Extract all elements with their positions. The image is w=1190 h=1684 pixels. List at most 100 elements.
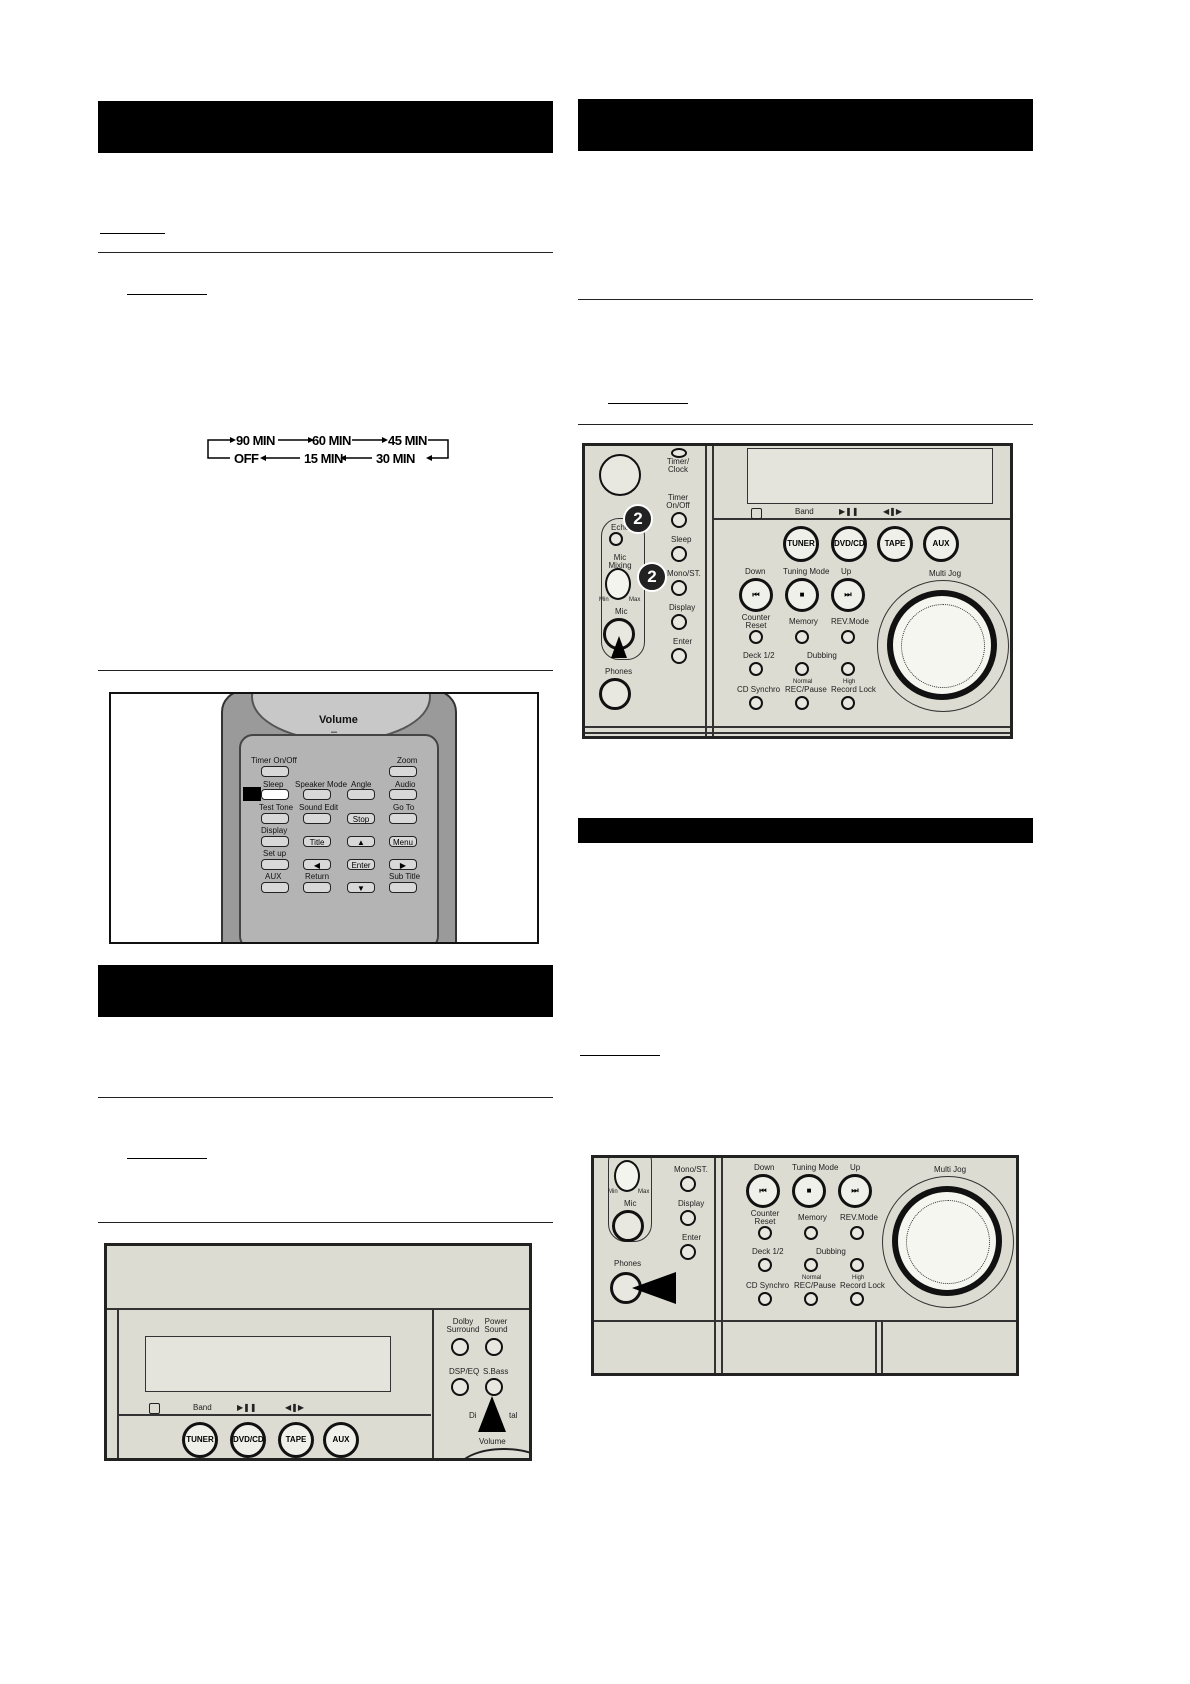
memory-button[interactable] [795, 630, 809, 644]
set-up-button[interactable] [261, 859, 289, 870]
phones-jack[interactable] [599, 678, 631, 710]
enter-button[interactable] [671, 648, 687, 664]
right-arrow-button[interactable]: ▶ [389, 859, 417, 870]
display-button[interactable] [680, 1210, 696, 1226]
remote-body: Volume – Timer On/Off Zoom Sleep Speaker… [221, 694, 457, 942]
display-button[interactable] [261, 836, 289, 847]
enter-button[interactable] [680, 1244, 696, 1260]
angle-button[interactable] [347, 789, 375, 800]
dolby-surround-button[interactable] [451, 1338, 469, 1356]
tuning-up-label: Up [841, 567, 852, 576]
cd-synchro-button[interactable] [758, 1292, 772, 1306]
counter-reset-label: Counter Reset [750, 1209, 780, 1226]
tuning-down-button[interactable]: ⏮ [746, 1174, 780, 1208]
down-arrow-button[interactable]: ▼ [347, 882, 375, 893]
record-lock-button[interactable] [841, 696, 855, 710]
stop-button[interactable]: ■ [785, 578, 819, 612]
cd-synchro-button[interactable] [749, 696, 763, 710]
tuning-up-button[interactable]: ⏭ [838, 1174, 872, 1208]
rev-mode-button[interactable] [850, 1226, 864, 1240]
tape-button[interactable]: TAPE [278, 1422, 314, 1458]
multi-jog-dial[interactable] [892, 1186, 1002, 1296]
dvd-cd-button[interactable]: DVD/CD [831, 526, 867, 562]
mic-mixing-knob[interactable] [614, 1160, 640, 1192]
memory-button[interactable] [804, 1226, 818, 1240]
sound-edit-button[interactable] [303, 813, 331, 824]
timer-onoff-button[interactable] [671, 512, 687, 528]
display-label: Display [678, 1199, 705, 1208]
volume-knob[interactable] [457, 1448, 529, 1458]
underline-3 [127, 1158, 207, 1159]
rec-pause-button[interactable] [804, 1292, 818, 1306]
rec-pause-button[interactable] [795, 696, 809, 710]
mic-jack[interactable] [612, 1210, 644, 1242]
return-button[interactable] [303, 882, 331, 893]
s-bass-button[interactable] [485, 1378, 503, 1396]
display-button[interactable] [671, 614, 687, 630]
enter-button[interactable]: Enter [347, 859, 375, 870]
tuner-button[interactable]: TUNER [182, 1422, 218, 1458]
zoom-button[interactable] [389, 766, 417, 777]
go-to-label: Go To [393, 803, 415, 812]
max-label: Max [638, 1189, 650, 1195]
mono-st-button[interactable] [671, 580, 687, 596]
timer-clock-button[interactable] [671, 448, 687, 458]
sleep-button[interactable] [671, 546, 687, 562]
title-button[interactable]: Title [303, 836, 331, 847]
dubbing-high-button[interactable] [850, 1258, 864, 1272]
left-arrow-button[interactable]: ◀ [303, 859, 331, 870]
rev-mode-label: REV.Mode [831, 617, 869, 626]
tuner-button[interactable]: TUNER [783, 526, 819, 562]
dsp-eq-button[interactable] [451, 1378, 469, 1396]
dubbing-normal-button[interactable] [804, 1258, 818, 1272]
sleep-button[interactable] [261, 789, 289, 800]
counter-reset-label: Counter Reset [741, 613, 771, 630]
display-screen [747, 448, 993, 504]
tuning-down-button[interactable]: ⏮ [739, 578, 773, 612]
dubbing-high-button[interactable] [841, 662, 855, 676]
tape-button[interactable]: TAPE [877, 526, 913, 562]
max-label: Max [629, 597, 641, 603]
speaker-mode-button[interactable] [303, 789, 331, 800]
counter-reset-button[interactable] [749, 630, 763, 644]
echo-button[interactable] [609, 532, 623, 546]
power-knob[interactable] [599, 454, 641, 496]
record-lock-label: Record Lock [831, 685, 876, 694]
angle-label: Angle [351, 780, 372, 789]
panel-lower-divider-1 [875, 1320, 877, 1373]
menu-button[interactable]: Menu [389, 836, 417, 847]
display-label: Display [669, 603, 696, 612]
deck-button[interactable] [749, 662, 763, 676]
mono-st-label: Mono/ST. [674, 1165, 708, 1174]
sleep-label: Sleep [671, 535, 692, 544]
aux-button[interactable]: AUX [923, 526, 959, 562]
aux-button[interactable] [261, 882, 289, 893]
timer-onoff-button[interactable] [261, 766, 289, 777]
dubbing-normal-button[interactable] [795, 662, 809, 676]
up-arrow-button[interactable]: ▲ [347, 836, 375, 847]
record-lock-button[interactable] [850, 1292, 864, 1306]
multi-jog-dial[interactable] [887, 590, 997, 700]
pointer-arrow-icon [478, 1396, 506, 1432]
sub-title-button[interactable] [389, 882, 417, 893]
dvd-cd-button[interactable]: DVD/CD [230, 1422, 266, 1458]
mic-mixing-knob[interactable] [605, 568, 631, 600]
front-panel-illustration: Echo 2 Mic Mixing 2 Min Max Mic Phones T… [582, 443, 1013, 739]
aux-label: AUX [265, 872, 282, 881]
audio-button[interactable] [389, 789, 417, 800]
aux-button[interactable]: AUX [323, 1422, 359, 1458]
stop-button[interactable]: ■ [792, 1174, 826, 1208]
go-to-button[interactable] [389, 813, 417, 824]
power-sound-button[interactable] [485, 1338, 503, 1356]
mono-st-button[interactable] [680, 1176, 696, 1192]
underline-1 [100, 233, 165, 234]
tuning-up-button[interactable]: ⏭ [831, 578, 865, 612]
return-label: Return [305, 872, 330, 881]
test-tone-button[interactable] [261, 813, 289, 824]
multi-jog-dots [906, 1200, 990, 1284]
rev-mode-button[interactable] [841, 630, 855, 644]
deck-button[interactable] [758, 1258, 772, 1272]
counter-reset-button[interactable] [758, 1226, 772, 1240]
stop-button[interactable]: Stop [347, 813, 375, 824]
divider-6 [578, 424, 1033, 425]
